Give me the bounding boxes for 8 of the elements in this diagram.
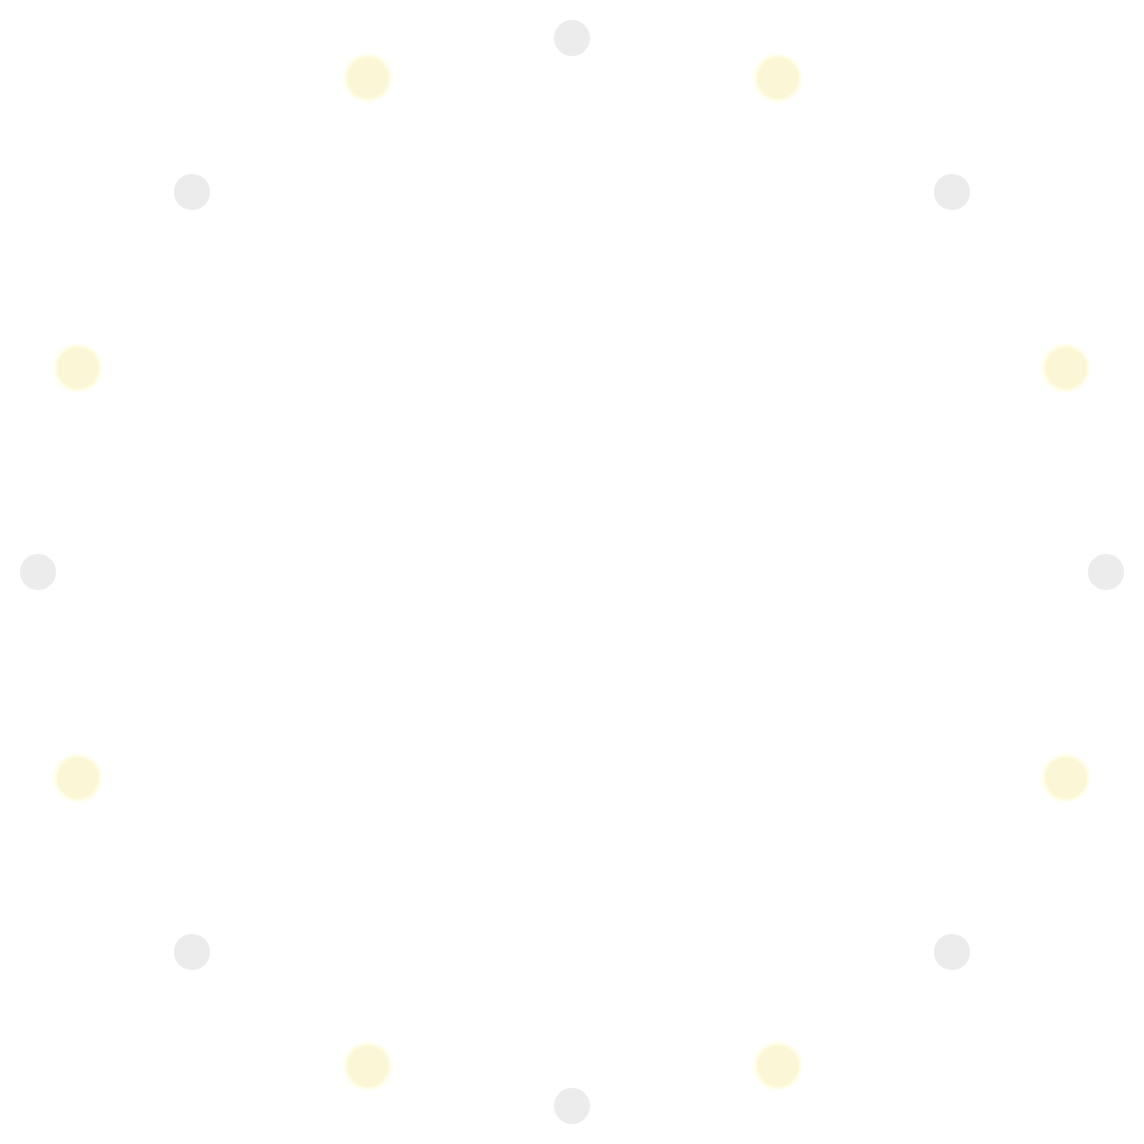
dot (58, 348, 98, 388)
dot (758, 58, 798, 98)
dot (1046, 758, 1086, 798)
dot (348, 58, 388, 98)
dot (758, 1046, 798, 1086)
dot (58, 758, 98, 798)
dot (348, 1046, 388, 1086)
dot (1046, 348, 1086, 388)
